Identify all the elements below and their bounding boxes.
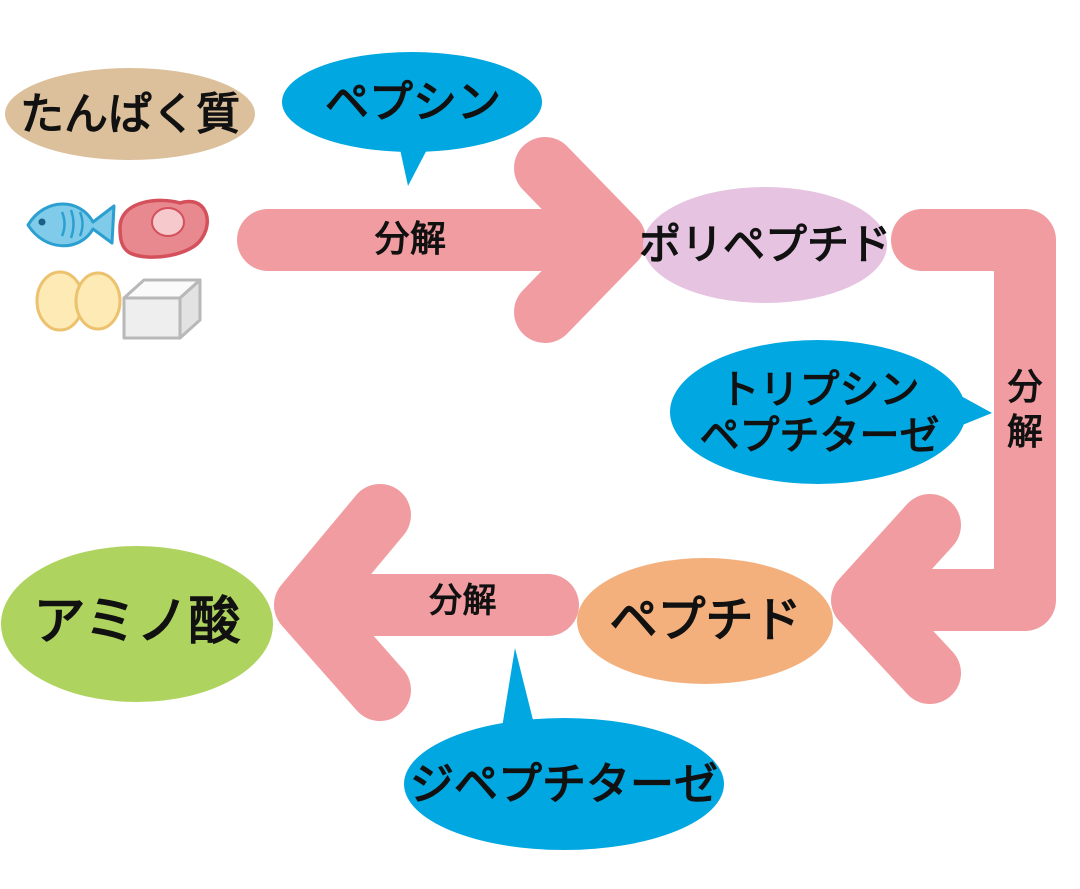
polypeptide-ellipse [643, 187, 887, 303]
amino-acid-ellipse [1, 546, 273, 702]
decompose-label-2-line1: 分 [1006, 367, 1043, 408]
decompose-label-2: 分 解 [990, 355, 1060, 465]
tofu-icon [122, 278, 202, 340]
decompose-label-3: 分解 [428, 581, 497, 622]
decompose-label-2-line2: 解 [1006, 412, 1043, 453]
meat-icon [118, 198, 209, 259]
pepsin-bubble [282, 52, 542, 186]
protein-label: たんぱく質 [20, 88, 240, 140]
peptide-ellipse [577, 558, 833, 684]
arrow-peptide-to-amino-acid [274, 484, 579, 721]
trypsin-label: トリプシン ペプチターゼ [672, 350, 967, 475]
egg-icon [35, 270, 122, 332]
trypsin-label-line2: ペプチターゼ [699, 412, 940, 459]
dipeptidase-label: ジペプチターゼ [410, 758, 718, 810]
fish-icon [26, 202, 116, 248]
trypsin-label-line1: トリプシン [719, 366, 920, 413]
amino-acid-label: アミノ酸 [33, 592, 241, 653]
polypeptide-label: ポリペプチド [639, 219, 892, 269]
peptide-label: ペプチド [609, 592, 802, 649]
protein-ellipse [5, 68, 255, 160]
arrow-protein-to-polypeptide [237, 137, 646, 343]
pepsin-label: ペプシン [325, 76, 501, 128]
decompose-label-1: 分解 [373, 219, 446, 261]
arrow-polypeptide-to-peptide [831, 209, 1056, 704]
trypsin-bubble [670, 340, 992, 484]
dipeptidase-bubble [404, 648, 724, 850]
